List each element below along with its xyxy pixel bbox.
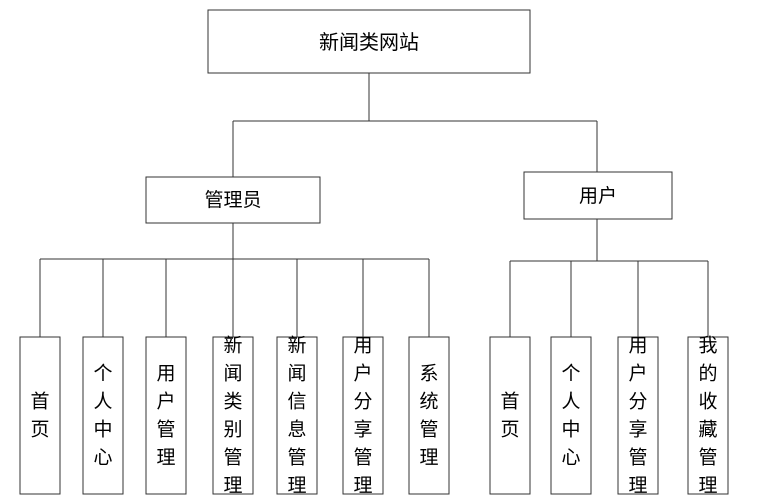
user-leaf-my-favorites-management-label: 我的收藏管理 — [698, 335, 717, 497]
admin-leaf-user-share-management-box — [342, 336, 384, 495]
admin-leaf-news-category-management: 新闻类别管理 — [212, 335, 254, 497]
admin-node: 管理员 — [145, 176, 321, 224]
admin-leaf-system-management: 系统管理 — [408, 336, 450, 495]
admin-leaf-system-management-label: 系统管理 — [419, 363, 438, 469]
admin-leaf-home-box — [19, 336, 61, 495]
user-leaf-home: 首页 — [489, 336, 531, 495]
user-leaf-personal-center-box — [550, 336, 592, 495]
admin-leaf-user-management-box — [145, 336, 187, 495]
admin-node-box — [145, 176, 321, 224]
admin-leaf-user-share-management-label: 用户分享管理 — [353, 335, 372, 497]
admin-leaf-user-management-label: 用户管理 — [156, 363, 175, 469]
user-leaf-user-share-management: 用户分享管理 — [617, 335, 659, 497]
user-leaf-home-box — [489, 336, 531, 495]
root-node-label: 新闻类网站 — [319, 30, 419, 54]
root-node: 新闻类网站 — [207, 9, 531, 74]
admin-node-label: 管理员 — [204, 189, 261, 211]
user-node: 用户 — [523, 171, 673, 220]
user-leaf-user-share-management-label: 用户分享管理 — [628, 335, 647, 497]
admin-leaf-user-share-management: 用户分享管理 — [342, 335, 384, 497]
admin-leaf-news-category-management-label: 新闻类别管理 — [223, 335, 242, 497]
user-leaf-my-favorites-management: 我的收藏管理 — [687, 335, 729, 497]
user-leaf-home-label: 首页 — [500, 391, 519, 441]
admin-leaf-user-management: 用户管理 — [145, 336, 187, 495]
user-leaves: 首页 个人中心 用户分享管理 我的收藏管理 — [489, 335, 729, 497]
admin-leaf-personal-center-label: 个人中心 — [93, 363, 112, 469]
admin-leaf-personal-center-box — [82, 336, 124, 495]
admin-leaf-home: 首页 — [19, 336, 61, 495]
admin-leaves: 首页 个人中心 用户管理 新闻类别管理 新闻信息管理 用户分享管理 系统管理 — [19, 335, 450, 497]
admin-leaf-news-info-management-label: 新闻信息管理 — [287, 335, 306, 497]
admin-leaf-home-label: 首页 — [30, 391, 49, 441]
connectors — [39, 73, 709, 337]
user-node-box — [523, 171, 673, 220]
admin-leaf-news-category-management-box — [212, 336, 254, 495]
user-leaf-personal-center: 个人中心 — [550, 336, 592, 495]
user-leaf-my-favorites-management-box — [687, 336, 729, 495]
user-node-label: 用户 — [579, 185, 617, 207]
admin-leaf-news-info-management-box — [276, 336, 318, 495]
admin-leaf-news-info-management: 新闻信息管理 — [276, 335, 318, 497]
user-leaf-user-share-management-box — [617, 336, 659, 495]
admin-leaf-personal-center: 个人中心 — [82, 336, 124, 495]
root-node-box — [207, 9, 531, 74]
admin-leaf-system-management-box — [408, 336, 450, 495]
user-leaf-personal-center-label: 个人中心 — [561, 363, 580, 469]
